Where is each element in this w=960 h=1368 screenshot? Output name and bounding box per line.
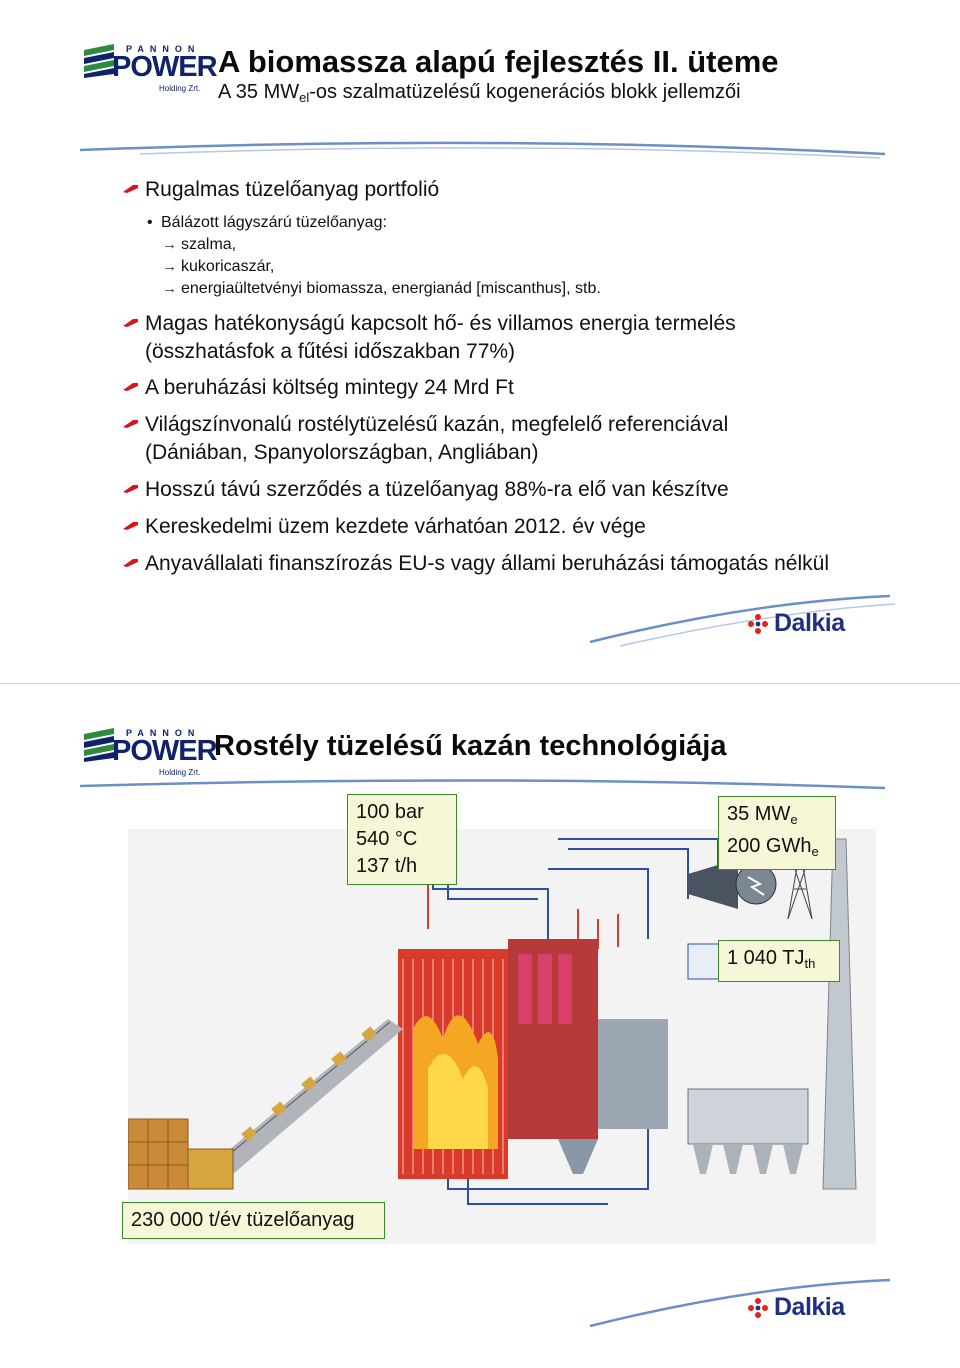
logo-pannon-text: PANNON: [126, 728, 201, 738]
slide-1: PANNON POWER Holding Zrt. A biomassza al…: [0, 0, 960, 683]
bullet-pen-icon: [123, 185, 138, 193]
steam-parameters-box: 100 bar 540 °C 137 t/h: [347, 794, 457, 885]
electric-energy: 200 GWhe: [727, 835, 819, 859]
dalkia-wordmark: Dalkia: [774, 609, 845, 637]
heat-energy: 1 040 TJth: [727, 947, 816, 971]
bullet-pen-icon: [123, 522, 138, 530]
arrow-item-corn-stalk: → kukoricaszár,: [162, 258, 275, 275]
arrow-item-energy-crops: → energiaültetvényi biomassza, energianá…: [162, 280, 601, 297]
bullet-grate-boiler: Világszínvonalú rostélytüzelésű kazán, m…: [123, 410, 728, 439]
arrow-icon: →: [162, 258, 177, 275]
electric-capacity: 35 MWe: [727, 803, 798, 827]
steam-flow: 137 t/h: [356, 855, 418, 877]
logo-power-text: POWER: [112, 51, 218, 83]
bullet-pen-icon: [123, 319, 138, 327]
bullet-financing: Anyavállalati finanszírozás EU-s vagy ál…: [123, 549, 829, 578]
bullet-commercial-operation: Kereskedelmi üzem kezdete várhatóan 2012…: [123, 512, 646, 541]
logo-pannon-text: PANNON: [126, 44, 201, 54]
electric-output-box: 35 MWe 200 GWhe: [718, 796, 836, 870]
flue-gas-filter: [687, 1088, 809, 1174]
pannon-power-logo-mark: [84, 44, 114, 78]
dalkia-wordmark: Dalkia: [774, 1293, 845, 1321]
bullet-long-term-contract: Hosszú távú szerződés a tüzelőanyag 88%-…: [123, 475, 729, 504]
pannon-power-logo-mark: [84, 728, 114, 762]
bullet-investment-cost: A beruházási költség mintegy 24 Mrd Ft: [123, 373, 514, 402]
logo-holding-text: Holding Zrt.: [159, 84, 201, 93]
bullet-pen-icon: [123, 485, 138, 493]
boiler: [398, 939, 668, 1179]
arrow-icon: →: [162, 280, 177, 297]
dot-icon: •: [147, 214, 153, 231]
bullet-fuel-portfolio: Rugalmas tüzelőanyag portfolió: [123, 175, 439, 204]
slide-title: A biomassza alapú fejlesztés II. üteme: [218, 44, 779, 79]
economizer: [598, 1019, 668, 1129]
fuel-conveyor: [218, 1019, 403, 1174]
logo-holding-text: Holding Zrt.: [159, 768, 201, 777]
ash-hopper: [558, 1139, 598, 1174]
boiler-plant-diagram: [128, 829, 876, 1244]
dalkia-logo-mark: [748, 614, 768, 634]
steam-temperature: 540 °C: [356, 828, 418, 850]
header-swoosh: [80, 779, 886, 790]
bullet-grate-boiler-cont: (Dániában, Spanyolországban, Angliában): [145, 441, 539, 464]
straw-bale-store: [128, 1118, 234, 1190]
dalkia-logo: Dalkia: [746, 1292, 866, 1322]
slide-2: PANNON POWER Holding Zrt. Rostély tüzelé…: [0, 683, 960, 1368]
footer-swoosh: [589, 594, 896, 647]
footer-swoosh: [589, 1278, 891, 1328]
logo-power-text: POWER: [112, 735, 218, 767]
steam-pressure: 100 bar: [356, 801, 424, 823]
bullet-efficiency: Magas hatékonyságú kapcsolt hő- és villa…: [123, 309, 736, 338]
bullet-pen-icon: [123, 383, 138, 391]
pannon-power-logo: PANNON POWER Holding Zrt.: [84, 728, 218, 778]
dalkia-logo: Dalkia: [746, 608, 866, 638]
dalkia-logo-mark: [748, 1298, 768, 1318]
bullet-pen-icon: [123, 559, 138, 567]
bullet-efficiency-cont: (összhatásfok a fűtési időszakban 77%): [145, 340, 516, 363]
fuel-consumption-box: 230 000 t/év tüzelőanyag: [122, 1202, 385, 1239]
slide-subtitle: A 35 MWel-os szalmatüzelésű kogenerációs…: [218, 81, 741, 105]
arrow-item-straw: → szalma,: [162, 236, 237, 253]
turbine-generator: [688, 859, 777, 909]
bullet-pen-icon: [123, 420, 138, 428]
heat-output-box: 1 040 TJth: [718, 940, 840, 982]
header-swoosh: [80, 141, 886, 159]
arrow-icon: →: [162, 236, 177, 253]
fuel-consumption: 230 000 t/év tüzelőanyag: [131, 1209, 355, 1231]
pannon-power-logo: PANNON POWER Holding Zrt.: [84, 44, 218, 94]
slide-title: Rostély tüzelésű kazán technológiája: [214, 730, 727, 762]
sub-bullet-baled-fuel: • Bálázott lágyszárú tüzelőanyag:: [147, 212, 387, 234]
